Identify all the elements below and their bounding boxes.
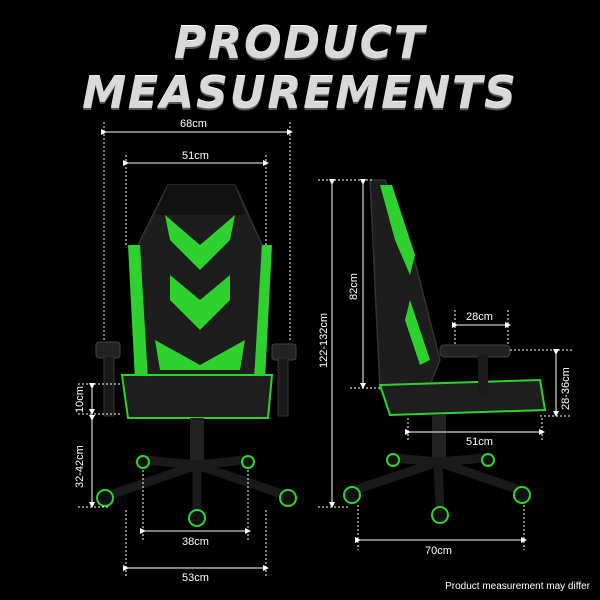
- title-line-2: MEASUREMENTS: [82, 68, 518, 119]
- base-outer-label: 53cm: [182, 572, 209, 584]
- base-depth-label: 70cm: [425, 545, 452, 557]
- armrest-height-range-label: 28-36cm: [560, 367, 572, 410]
- overall-width-label: 68cm: [180, 118, 207, 130]
- front-chair: [95, 184, 297, 527]
- armrest-width-label: 28cm: [466, 311, 493, 323]
- side-chair: [343, 179, 547, 524]
- base-inner-label: 38cm: [182, 536, 209, 548]
- seat-width-label: 51cm: [182, 150, 209, 162]
- backrest-height-label: 82cm: [348, 273, 360, 300]
- seat-height-label: 32-42cm: [74, 445, 86, 488]
- footer-note: Product measurement may differ: [445, 581, 590, 592]
- side-dimension-lines: [318, 179, 572, 550]
- total-height-label: 122-132cm: [318, 312, 330, 368]
- title-line-1: PRODUCT: [173, 18, 427, 69]
- armrest-height-label: 10cm: [74, 386, 86, 413]
- front-dimension-lines: [78, 122, 293, 578]
- seat-depth-label: 51cm: [466, 436, 493, 448]
